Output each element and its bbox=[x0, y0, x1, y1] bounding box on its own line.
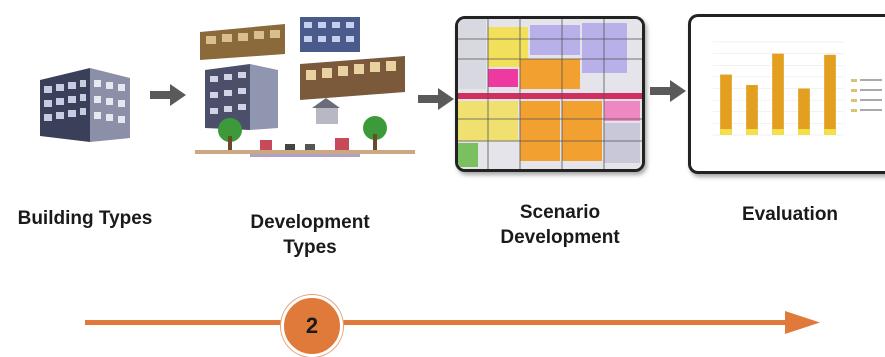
chart-bar bbox=[746, 85, 758, 135]
evaluation-bar-chart bbox=[713, 41, 882, 136]
step-badge: 2 bbox=[281, 295, 343, 357]
stage-label-evaluation: Evaluation bbox=[705, 202, 875, 227]
chart-bar bbox=[772, 53, 784, 135]
stage-label-text: Building Types bbox=[17, 208, 153, 229]
stage-label-line: Development bbox=[500, 227, 620, 248]
chart-bar-base bbox=[746, 129, 758, 135]
stage-label-text: Evaluation bbox=[741, 204, 839, 225]
arrow-right-icon bbox=[150, 84, 186, 106]
development-types-image bbox=[190, 12, 420, 162]
arrow-right-icon bbox=[650, 80, 686, 102]
building-types-image bbox=[30, 60, 140, 150]
stage-label-scenario-development: Scenario Development bbox=[475, 200, 645, 250]
arrow-right-icon bbox=[418, 88, 454, 110]
chart-bar-base bbox=[824, 129, 836, 135]
chart-bar bbox=[798, 88, 810, 135]
chart-bar bbox=[720, 74, 732, 135]
chart-bar-base bbox=[720, 129, 732, 135]
stage-label-line: Development bbox=[250, 212, 370, 233]
chart-bar-base bbox=[798, 129, 810, 135]
stage-label-development-types: Development Types bbox=[225, 210, 395, 260]
chart-bar bbox=[824, 54, 836, 135]
chart-bar-base bbox=[772, 129, 784, 135]
stage-label-building-types: Building Types bbox=[0, 206, 170, 231]
step-number: 2 bbox=[305, 313, 319, 338]
evaluation-chart-image bbox=[688, 14, 885, 174]
timeline-arrow bbox=[85, 311, 820, 334]
scenario-map-image bbox=[455, 16, 645, 172]
stage-label-line: Types bbox=[283, 237, 337, 258]
stage-label-line: Scenario bbox=[519, 202, 601, 223]
